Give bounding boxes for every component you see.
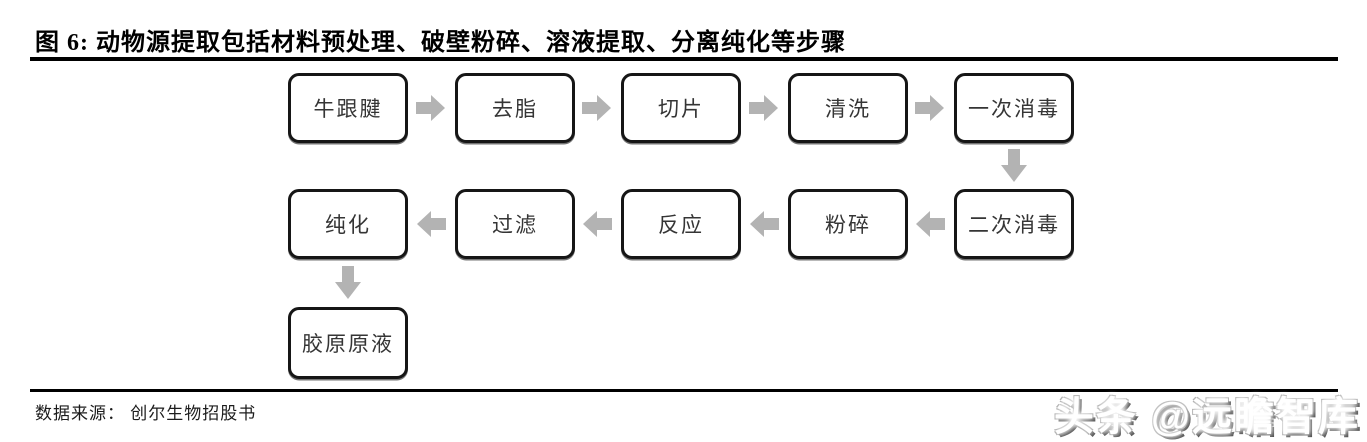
flow-step-first-disinfection: 一次消毒 <box>954 73 1074 143</box>
arrow-left-icon <box>749 210 779 238</box>
flow-step-reaction: 反应 <box>621 189 741 259</box>
flow-step-label: 切片 <box>658 97 704 121</box>
arrow-left-icon <box>416 210 446 238</box>
arrow-right-icon <box>416 94 446 122</box>
flow-step-crushing: 粉碎 <box>788 189 908 259</box>
arrow-right-icon <box>915 94 945 122</box>
flow-step-label: 粉碎 <box>825 213 871 237</box>
arrow-left-icon <box>582 210 612 238</box>
flow-step-label: 牛跟腱 <box>313 97 383 121</box>
arrow-down-icon <box>1000 149 1028 183</box>
flow-step-label: 过滤 <box>492 213 538 237</box>
flow-step-label: 纯化 <box>325 213 371 237</box>
figure-title: 图 6: 动物源提取包括材料预处理、破壁粉碎、溶液提取、分离纯化等步骤 <box>35 30 846 56</box>
flow-step-label: 一次消毒 <box>968 97 1060 121</box>
arrow-left-icon <box>915 210 945 238</box>
flow-step-label: 胶原原液 <box>302 332 394 356</box>
flow-step-degrease: 去脂 <box>455 73 575 143</box>
flow-step-second-disinfection: 二次消毒 <box>954 189 1074 259</box>
flow-step-slicing: 切片 <box>621 73 741 143</box>
arrow-down-icon <box>334 266 362 300</box>
title-divider-rule <box>30 57 1338 61</box>
toutiao-watermark: 头条 @远瞻智库 <box>1053 395 1360 439</box>
flow-step-filtration: 过滤 <box>455 189 575 259</box>
footer-divider-rule <box>30 389 1338 392</box>
flow-step-label: 二次消毒 <box>968 213 1060 237</box>
data-source-label: 数据来源： 创尔生物招股书 <box>35 404 257 423</box>
flow-step-label: 清洗 <box>825 97 871 121</box>
arrow-right-icon <box>749 94 779 122</box>
flow-step-purification: 纯化 <box>288 189 408 259</box>
arrow-right-icon <box>582 94 612 122</box>
flow-step-washing: 清洗 <box>788 73 908 143</box>
flow-step-label: 反应 <box>658 213 704 237</box>
flow-step-label: 去脂 <box>492 97 538 121</box>
flow-step-collagen-stock-solution: 胶原原液 <box>288 307 408 379</box>
flow-step-beef-tendon: 牛跟腱 <box>288 73 408 143</box>
